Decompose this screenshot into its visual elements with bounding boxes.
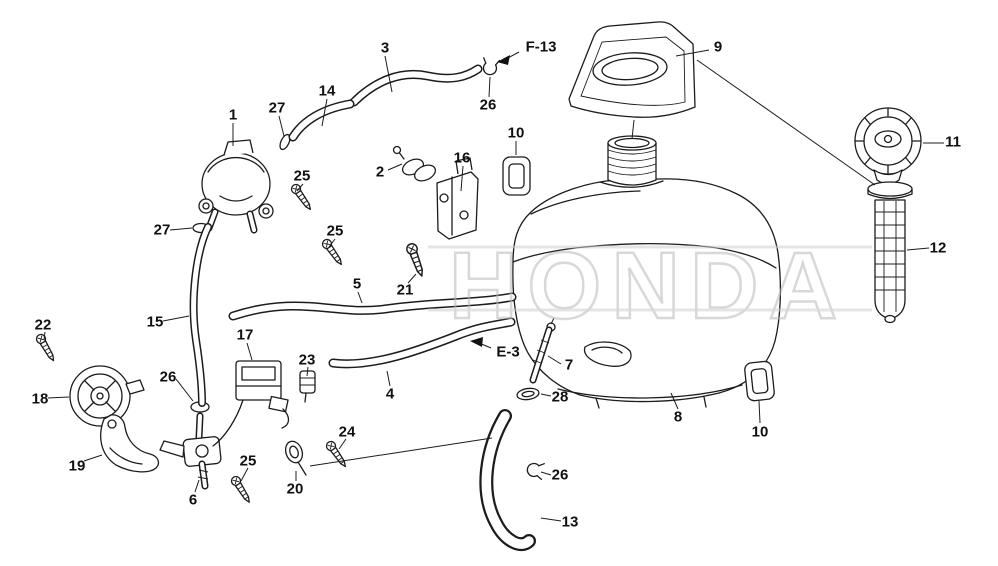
o-ring-27-top <box>279 133 291 151</box>
watermark-text: HONDA <box>449 233 847 339</box>
hose-4 <box>328 317 516 369</box>
fuel-pump <box>198 139 274 234</box>
bolt-21 <box>404 241 428 279</box>
artwork <box>34 21 944 552</box>
leader-lines <box>43 49 944 522</box>
grommet-10-right <box>744 360 775 402</box>
solenoid-17 <box>212 360 290 447</box>
hose-14 <box>288 99 355 142</box>
fuel-cap <box>854 107 922 185</box>
hose-13 <box>479 409 536 552</box>
grommet-10-left <box>502 156 531 196</box>
screw-25-a <box>289 182 315 213</box>
fuel-strainer <box>867 181 913 324</box>
clamp-2 <box>392 145 437 182</box>
filler-neck <box>607 135 657 186</box>
hose-3 <box>349 64 483 107</box>
screw-22 <box>34 332 59 364</box>
clip-26-hose13 <box>525 460 545 481</box>
e3-arrow <box>470 337 483 347</box>
watermark: HONDA <box>428 232 872 340</box>
tube-15 <box>189 223 212 407</box>
tank-top-plate <box>568 21 696 118</box>
lever-19 <box>100 414 160 473</box>
cam-pulley-18 <box>69 365 145 427</box>
bracket-16 <box>436 157 479 240</box>
clip-26-top <box>480 57 501 77</box>
joint-7 <box>529 317 555 384</box>
clip-28 <box>516 387 540 401</box>
f13-arrow <box>497 55 510 65</box>
screw-24 <box>324 439 350 470</box>
clamp-20 <box>284 440 307 476</box>
hose-5 <box>228 292 517 321</box>
fuel-valve-6 <box>159 412 222 490</box>
